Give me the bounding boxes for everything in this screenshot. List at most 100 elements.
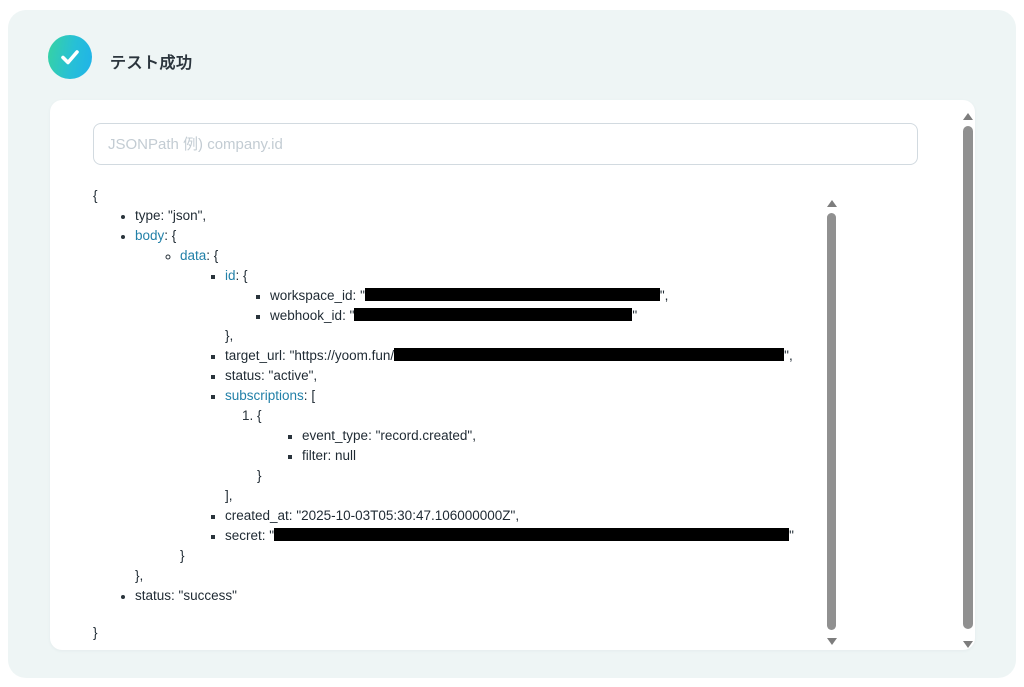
json-key[interactable]: subscriptions bbox=[225, 388, 304, 403]
scroll-down-icon[interactable] bbox=[826, 638, 837, 645]
json-key: status bbox=[135, 588, 172, 603]
json-colon: : bbox=[261, 528, 270, 543]
json-string-value: "2025-10-03T05:30:47.106000000Z" bbox=[296, 508, 516, 523]
json-string-value: " bbox=[269, 528, 275, 543]
json-colon: : bbox=[303, 388, 312, 403]
json-string-value: " bbox=[360, 288, 365, 303]
json-key: webhook_id bbox=[270, 308, 343, 323]
json-comma: , bbox=[202, 208, 207, 223]
json-tree-row: subscriptions: [{event_type: "record.cre… bbox=[225, 386, 820, 506]
redaction-bar bbox=[274, 528, 790, 541]
json-string-value: "json" bbox=[168, 208, 203, 223]
json-object-list: type: "json",body: {data: {id: {workspac… bbox=[93, 206, 820, 606]
json-key: type bbox=[135, 208, 161, 223]
scrollbar-thumb[interactable] bbox=[827, 213, 836, 630]
json-comma: , bbox=[228, 488, 233, 503]
json-tree-row: target_url: "https://yoom.fun/ ", bbox=[225, 346, 820, 366]
page-title: テスト成功 bbox=[110, 55, 193, 72]
json-tree-row: id: { workspace_id: " ", webhook_id: " "}, bbox=[225, 266, 820, 346]
json-tree-row: status: "active", bbox=[225, 366, 820, 386]
json-colon: : bbox=[368, 428, 376, 443]
json-brace: [ bbox=[311, 388, 316, 403]
json-key: status bbox=[225, 368, 262, 383]
scroll-down-icon[interactable] bbox=[963, 641, 973, 648]
json-comma: , bbox=[664, 288, 669, 303]
json-tree-row: data: { id: { workspace_id: " ", webhook_id:… bbox=[180, 246, 820, 566]
json-tree-scrollbar[interactable] bbox=[826, 198, 837, 650]
json-brace: } bbox=[257, 468, 262, 483]
json-brace: } bbox=[93, 625, 98, 640]
redaction-bar bbox=[364, 288, 660, 301]
test-result-panel: テスト成功 {type: "json",body: {data: {id: {w… bbox=[8, 10, 1016, 678]
json-key: created_at bbox=[225, 508, 289, 523]
json-string-value: "success" bbox=[178, 588, 237, 603]
json-tree-row: secret: " " bbox=[225, 526, 820, 546]
json-tree-row: type: "json", bbox=[135, 206, 820, 226]
json-key: target_url bbox=[225, 348, 283, 363]
json-brace: } bbox=[180, 548, 185, 563]
json-string-value: " bbox=[632, 308, 638, 323]
json-brace: } bbox=[135, 568, 140, 583]
json-brace: { bbox=[171, 228, 177, 243]
json-brace: { bbox=[93, 188, 98, 203]
json-string-value: " bbox=[349, 308, 355, 323]
json-string-value: " bbox=[789, 528, 794, 543]
json-comma: , bbox=[229, 328, 234, 343]
json-object-list: data: { id: { workspace_id: " ", webhook_id:… bbox=[135, 246, 820, 566]
json-brace: ] bbox=[225, 488, 229, 503]
json-key[interactable]: id bbox=[225, 268, 236, 283]
json-key: secret bbox=[225, 528, 262, 543]
json-tree-row: body: {data: {id: {workspace_id: "",webh… bbox=[135, 226, 820, 586]
json-colon: : bbox=[164, 228, 172, 243]
success-check-icon bbox=[48, 35, 92, 79]
json-array-list: {event_type: "record.created",filter: nu… bbox=[225, 406, 820, 486]
json-colon: : bbox=[206, 248, 214, 263]
json-colon: : bbox=[327, 448, 336, 463]
json-tree-row: {event_type: "record.created",filter: nu… bbox=[257, 406, 820, 486]
json-tree-row: filter: null bbox=[302, 446, 820, 466]
json-tree-row: workspace_id: " ", bbox=[270, 286, 820, 306]
json-key: workspace_id bbox=[270, 288, 353, 303]
json-key: filter bbox=[302, 448, 328, 463]
json-tree-row: created_at: "2025-10-03T05:30:47.1060000… bbox=[225, 506, 820, 526]
redaction-bar bbox=[354, 308, 633, 321]
json-key: event_type bbox=[302, 428, 369, 443]
card-scrollbar[interactable] bbox=[963, 112, 973, 652]
json-brace: { bbox=[213, 248, 219, 263]
json-object-list: id: {workspace_id: "",webhook_id: ""},ta… bbox=[180, 266, 820, 546]
json-string-value: " bbox=[659, 288, 665, 303]
json-string-value: "https://yoom.fun/ bbox=[289, 348, 395, 363]
json-brace: { bbox=[243, 268, 248, 283]
json-comma: , bbox=[472, 428, 476, 443]
json-null-value: null bbox=[335, 448, 357, 463]
json-tree-row: status: "success" bbox=[135, 586, 820, 606]
json-colon: : bbox=[342, 308, 350, 323]
json-object-list: workspace_id: " ", webhook_id: " " bbox=[225, 286, 820, 326]
json-string-value: "record.created" bbox=[375, 428, 473, 443]
json-colon: : bbox=[171, 588, 179, 603]
scrollbar-thumb[interactable] bbox=[963, 126, 973, 629]
json-key[interactable]: body bbox=[135, 228, 165, 243]
json-string-value: "active" bbox=[268, 368, 314, 383]
json-brace: } bbox=[225, 328, 230, 343]
json-colon: : bbox=[282, 348, 290, 363]
redaction-bar bbox=[394, 348, 785, 361]
json-comma: , bbox=[139, 568, 144, 583]
jsonpath-search-input[interactable] bbox=[93, 123, 918, 165]
scroll-up-icon[interactable] bbox=[963, 113, 973, 120]
scroll-up-icon[interactable] bbox=[826, 200, 837, 207]
json-comma: , bbox=[313, 368, 318, 383]
json-tree-viewer[interactable]: {type: "json",body: {data: {id: {workspa… bbox=[93, 186, 820, 646]
json-tree-row: webhook_id: " " bbox=[270, 306, 820, 326]
json-key[interactable]: data bbox=[180, 248, 207, 263]
json-comma: , bbox=[788, 348, 793, 363]
json-colon: : bbox=[235, 268, 244, 283]
json-comma: , bbox=[515, 508, 520, 523]
json-tree-row: event_type: "record.created", bbox=[302, 426, 820, 446]
json-tree: {type: "json",body: {data: {id: {workspa… bbox=[93, 186, 820, 643]
json-colon: : bbox=[160, 208, 169, 223]
json-colon: : bbox=[261, 368, 269, 383]
json-colon: : bbox=[352, 288, 361, 303]
json-string-value: " bbox=[784, 348, 789, 363]
json-colon: : bbox=[288, 508, 297, 523]
